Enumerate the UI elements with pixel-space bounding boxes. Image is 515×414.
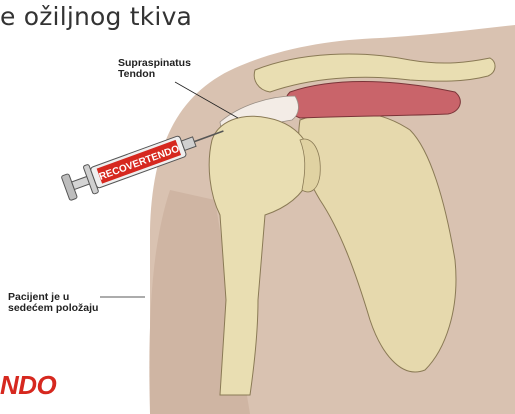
patient-label-line2: sedećem položaju <box>8 303 98 314</box>
brand-logo: NDO <box>0 370 56 401</box>
page-heading: e ožiljnog tkiva <box>0 2 192 31</box>
patient-label: Pacijent je u sedećem položaju <box>8 292 98 314</box>
tendon-label: Supraspinatus Tendon <box>118 58 191 80</box>
tendon-label-line2: Tendon <box>118 69 191 80</box>
